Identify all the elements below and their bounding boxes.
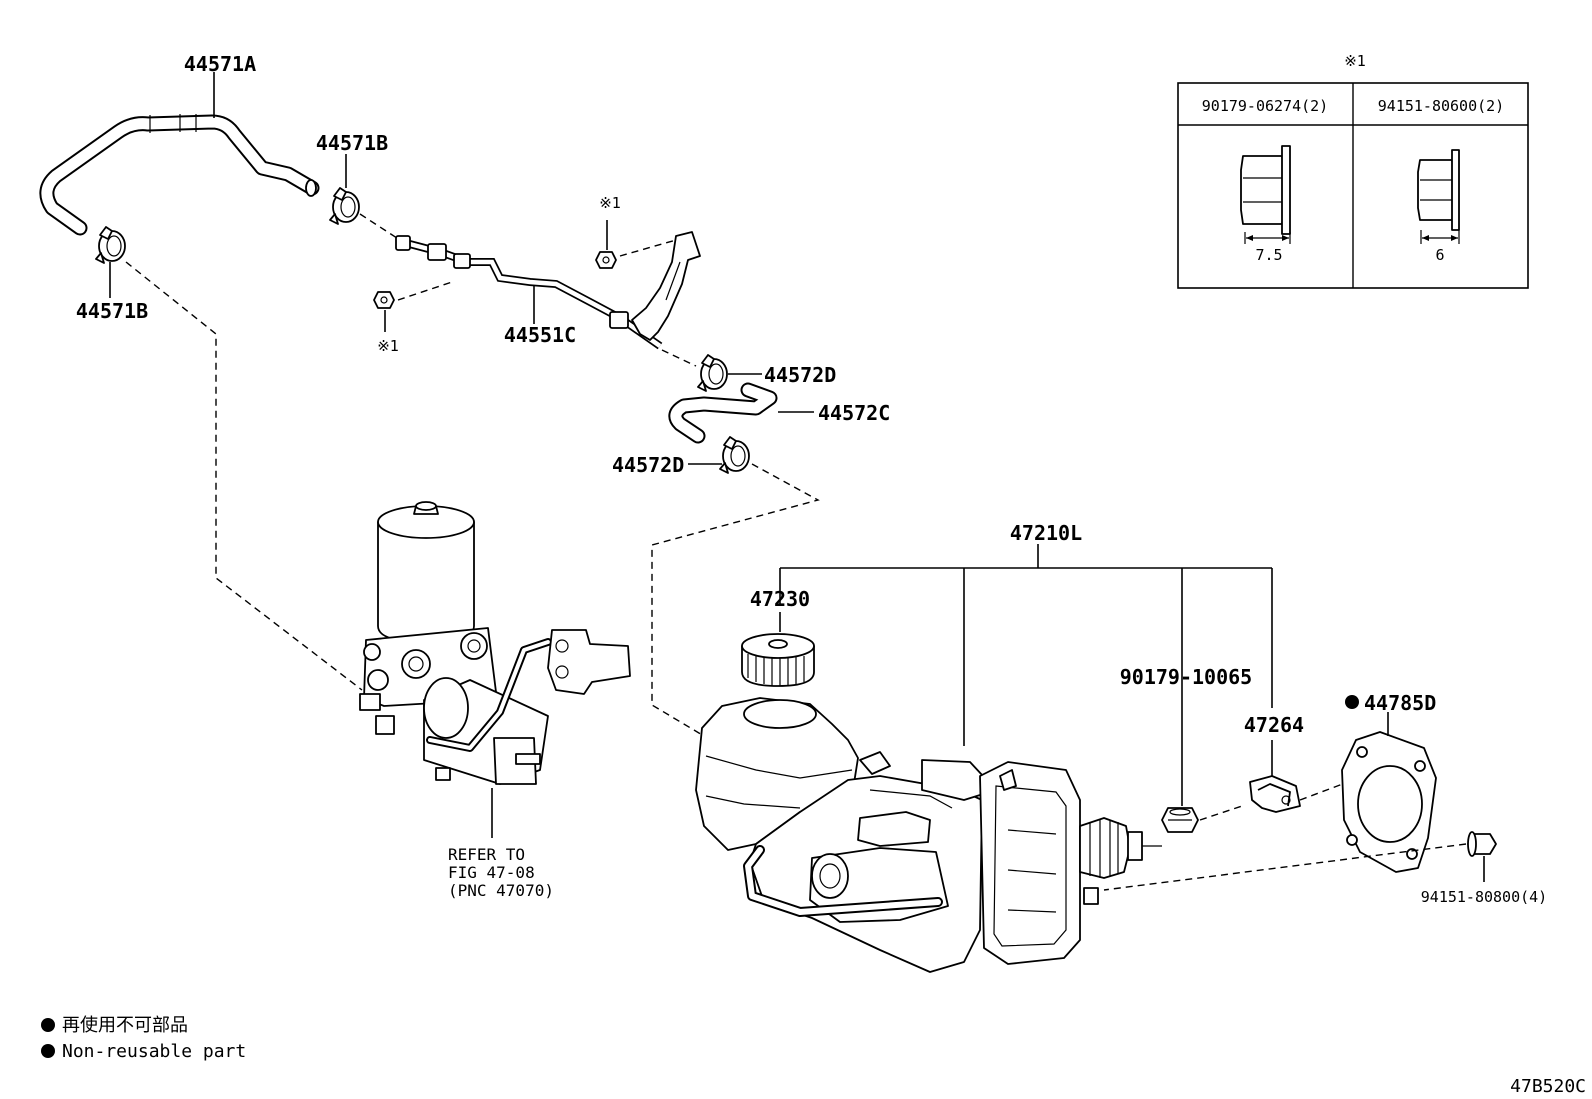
- legend-english: Non-reusable part: [62, 1041, 246, 1062]
- flange-bolt-icon: [1467, 831, 1497, 857]
- callout-47264: 47264: [1244, 713, 1304, 737]
- refer-note-line1: REFER TO: [448, 845, 525, 864]
- callout-44571b-top: 44571B: [316, 131, 388, 155]
- callout-94151-80800: 94151-80800(4): [1421, 888, 1547, 906]
- table-dimension-2: 6: [1435, 246, 1444, 264]
- table-part-no-2: 94151-80600(2): [1378, 97, 1504, 115]
- callout-44571a: 44571A: [184, 52, 256, 76]
- refer-note-line3: (PNC 47070): [448, 881, 554, 900]
- callout-90179-10065: 90179-10065: [1120, 665, 1252, 689]
- mark-x1-upper: ※1: [599, 194, 621, 212]
- legend-dot: [41, 1018, 55, 1032]
- table-part-no-1: 90179-06274(2): [1202, 97, 1328, 115]
- brake-booster-assembly: [695, 697, 1162, 973]
- brake-pump-motor-assembly: [359, 501, 631, 785]
- flange-nut-icon: [1240, 145, 1291, 244]
- callout-44551c: 44551C: [504, 323, 576, 347]
- figure-code: 47B520C: [1510, 1076, 1586, 1097]
- table-mark: ※1: [1344, 52, 1366, 70]
- hose-clamp-icon: [95, 226, 126, 264]
- mark-x1-lower: ※1: [377, 337, 399, 355]
- callout-47230: 47230: [750, 587, 810, 611]
- hose-clamp-icon: [329, 187, 360, 225]
- gasket-icon: [1341, 731, 1437, 873]
- callout-44572d-top: 44572D: [764, 363, 836, 387]
- callout-47210l: 47210L: [1010, 521, 1082, 545]
- legend: 再使用不可部品 Non-reusable part: [41, 1015, 246, 1062]
- pipe-44551c: [395, 231, 701, 350]
- flange-nut-icon: [373, 291, 395, 309]
- flange-nut-icon: [1417, 149, 1460, 244]
- refer-note-line2: FIG 47-08: [448, 863, 535, 882]
- legend-japanese: 再使用不可部品: [62, 1015, 188, 1036]
- flange-nut-icon: [1161, 807, 1199, 833]
- table-dimension-1: 7.5: [1255, 246, 1282, 264]
- hose-44572c: [668, 382, 778, 444]
- callout-44571b-left: 44571B: [76, 299, 148, 323]
- hose-clamp-icon: [719, 436, 750, 474]
- reservoir-cap-icon: [741, 633, 815, 687]
- hose-44571a: [39, 114, 320, 236]
- clevis-bracket-icon: [1249, 775, 1301, 813]
- callout-44785d: 44785D: [1364, 691, 1436, 715]
- flange-nut-icon: [595, 251, 617, 269]
- non-reusable-marker: [1345, 695, 1359, 709]
- callout-44572d-bottom: 44572D: [612, 453, 684, 477]
- hose-clamp-icon: [697, 354, 728, 392]
- callout-44572c: 44572C: [818, 401, 890, 425]
- fastener-table: ※1 90179-06274(2) 94151-80600(2) 7.5: [1177, 52, 1529, 289]
- legend-dot: [41, 1044, 55, 1058]
